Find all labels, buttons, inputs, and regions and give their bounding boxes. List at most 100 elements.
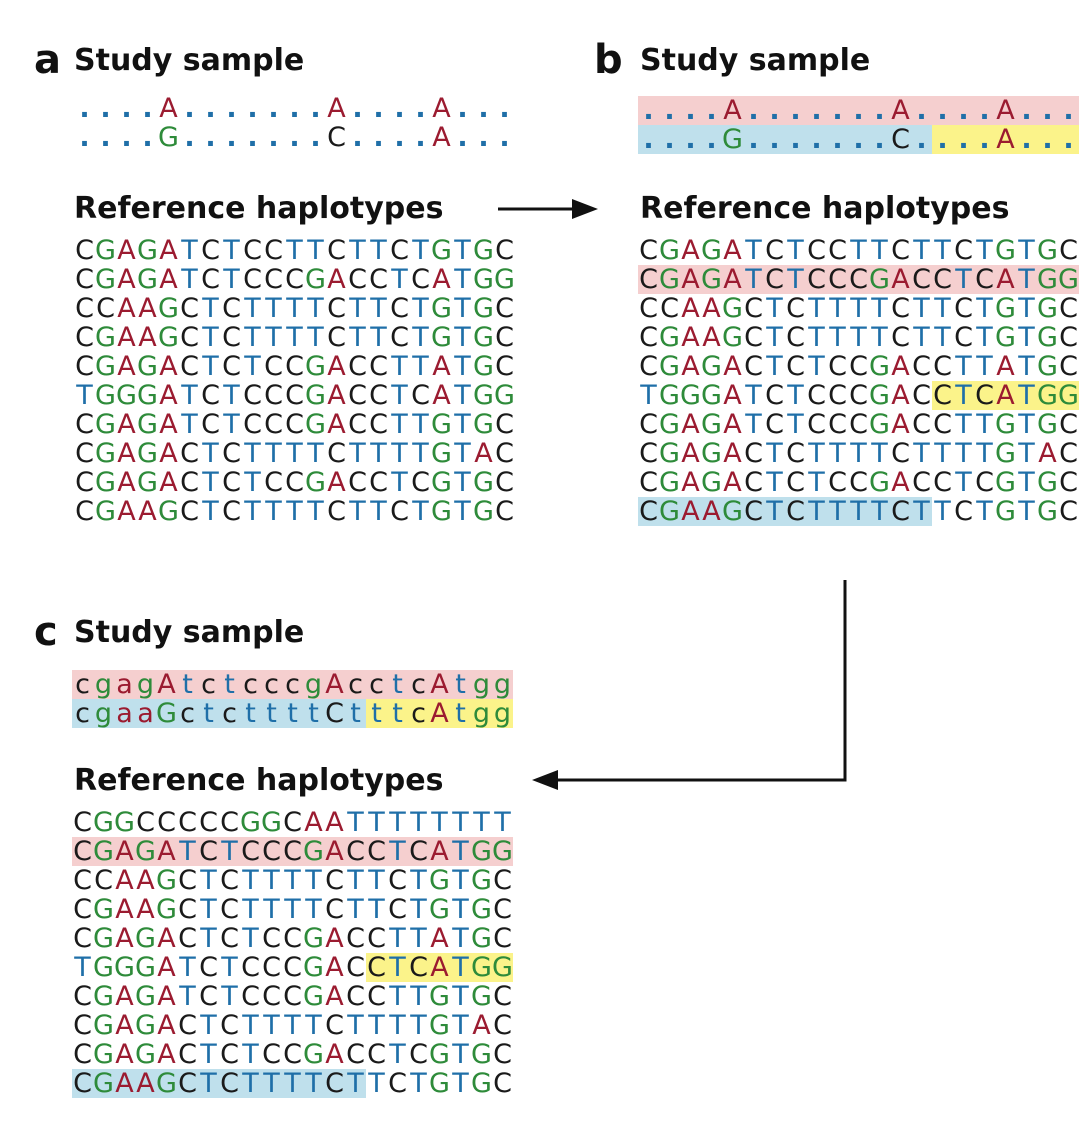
allele-T: T [827,497,848,526]
allele-C: C [222,496,241,527]
allele-G: G [494,264,515,295]
allele-G: G [429,1068,450,1099]
allele-C: C [660,293,679,324]
allele-C: c [240,670,261,699]
allele-C: C [411,467,430,498]
allele-A: A [115,981,134,1012]
allele-A: A [429,669,450,700]
allele-A: A [136,865,155,896]
allele-C: C [639,322,658,353]
allele-T: T [410,807,427,838]
allele-T: T [263,1010,280,1041]
allele-G: G [995,438,1016,469]
sample-haplotype-row: ....A.......A....A... [638,96,1079,125]
allele-T: T [766,467,783,498]
allele-C: C [954,235,973,266]
allele-C: C [890,496,911,527]
allele-A: A [136,894,155,925]
unknown-allele-dot: . [415,93,426,124]
allele-T: T [1016,265,1037,294]
allele-C: C [493,1068,512,1099]
allele-C: C [390,235,409,266]
unknown-allele-dot: . [478,122,489,153]
allele-G: g [492,669,513,700]
allele-T: T [976,409,993,440]
allele-T: T [223,380,240,411]
allele-T: T [829,322,846,353]
allele-G: G [93,836,114,867]
allele-A: A [117,235,136,266]
allele-G: G [240,807,261,838]
allele-C: C [638,496,659,527]
allele-G: G [492,836,513,867]
unknown-allele-dot: . [869,96,890,125]
allele-G: G [431,235,452,266]
allele-T: T [850,438,867,469]
allele-G: g [492,698,513,729]
allele-G: G [494,380,515,411]
allele-C: C [807,409,826,440]
allele-T: T [389,923,406,954]
allele-C: C [639,235,658,266]
allele-A: A [115,1039,134,1070]
allele-T: T [307,293,324,324]
allele-T: T [1018,496,1035,527]
allele-T: T [265,293,282,324]
allele-A: A [117,409,136,440]
allele-C: C [261,836,282,867]
allele-G: G [95,235,116,266]
allele-A: A [327,264,346,295]
allele-G: G [659,467,680,498]
allele-T: T [370,322,387,353]
allele-G: G [114,952,135,983]
allele-G: G [137,235,158,266]
allele-C: C [73,923,92,954]
unknown-allele-dot: . [680,96,701,125]
allele-T: T [934,438,951,469]
allele-T: T [473,807,490,838]
allele-G: G [137,467,158,498]
allele-T: T [743,265,764,294]
allele-T: T [282,1069,303,1098]
allele-G: G [995,467,1016,498]
allele-T: T [766,351,783,382]
allele-T: T [452,1068,469,1099]
allele-T: T [221,952,238,983]
allele-C: C [807,235,826,266]
allele-T: T [244,351,261,382]
allele-C: C [73,807,92,838]
allele-G: G [116,380,137,411]
allele-C: C [744,322,763,353]
allele-A: A [156,669,177,700]
allele-A: A [117,438,136,469]
allele-A: A [159,93,178,124]
allele-T: T [349,235,366,266]
allele-T: T [454,293,471,324]
allele-T: T [284,1010,301,1041]
allele-G: G [701,264,722,295]
allele-G: G [1058,380,1079,411]
allele-C: C [285,467,304,498]
allele-A: A [159,264,178,295]
allele-A: A [325,952,344,983]
allele-G: G [869,380,890,411]
allele-G: G [659,264,680,295]
reference-haplotypes-heading: Reference haplotypes [640,191,1010,226]
allele-G: G [305,380,326,411]
allele-G: G [659,438,680,469]
allele-T: T [1018,235,1035,266]
allele-A: A [681,351,700,382]
unknown-allele-dot: . [289,93,300,124]
allele-G: G [659,322,680,353]
allele-C: C [346,923,365,954]
allele-T: T [787,380,804,411]
allele-G: G [158,496,179,527]
allele-C: C [222,438,241,469]
allele-A: A [114,1068,135,1099]
allele-T: T [265,496,282,527]
